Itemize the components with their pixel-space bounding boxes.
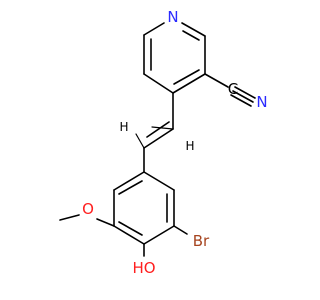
pyridine-nitrogen-label: N: [167, 8, 178, 26]
bond-bromine: [173, 225, 188, 235]
hydroxyl-label: HO: [132, 259, 155, 277]
triple-bond-c: [230, 94, 252, 107]
bond-bz-lowerleft-bottom: [113, 225, 145, 245]
bond-methoxy-ch3: [59, 214, 80, 221]
bond-bz-upperright-top: [143, 171, 175, 191]
benzene-ring: [113, 171, 175, 245]
triple-bond-b: [232, 90, 254, 103]
bond-vinyl-h-right: [151, 126, 174, 130]
bromine-label: Br: [193, 232, 210, 250]
nitrile-nitrogen-label: N: [256, 93, 267, 111]
substituent-bonds: [59, 214, 188, 257]
bond-vinyl-h-left: [135, 133, 145, 149]
methoxy-oxygen-label: O: [82, 200, 94, 218]
bond-methoxy-o: [96, 218, 115, 227]
bond-py-n1-c6: [181, 22, 206, 37]
bond-py-n1-c6-inner: [182, 30, 200, 41]
vinyl-linker: [135, 92, 174, 173]
bond-c5-nitrile-c: [204, 73, 229, 88]
bond-bz-bottom-lowerright: [143, 225, 175, 245]
bond-bz-top-upperleft: [113, 171, 145, 191]
bond-py-c5-c4-inner: [173, 69, 200, 85]
bond-vinyl-double: [143, 128, 174, 149]
pyridine-ring: [143, 22, 206, 94]
bond-py-c2-n1: [143, 22, 165, 36]
vinyl-hydrogen-left-label: H: [119, 120, 128, 134]
nitrile-group: [204, 73, 256, 107]
nitrile-carbon-label: C: [228, 80, 238, 98]
bond-py-c5-c4: [172, 73, 206, 94]
vinyl-hydrogen-right-label: H: [185, 139, 194, 153]
triple-bond-a: [234, 86, 256, 99]
bond-vinyl-double-inner: [146, 121, 170, 138]
bond-bz-top-upperleft-inner: [118, 180, 143, 195]
molecule-structure-drawing: N C N H H O HO Br: [59, 8, 268, 277]
bond-bz-lowerleft-bottom-inner: [118, 221, 143, 236]
bond-py-c4-c3: [143, 73, 174, 94]
